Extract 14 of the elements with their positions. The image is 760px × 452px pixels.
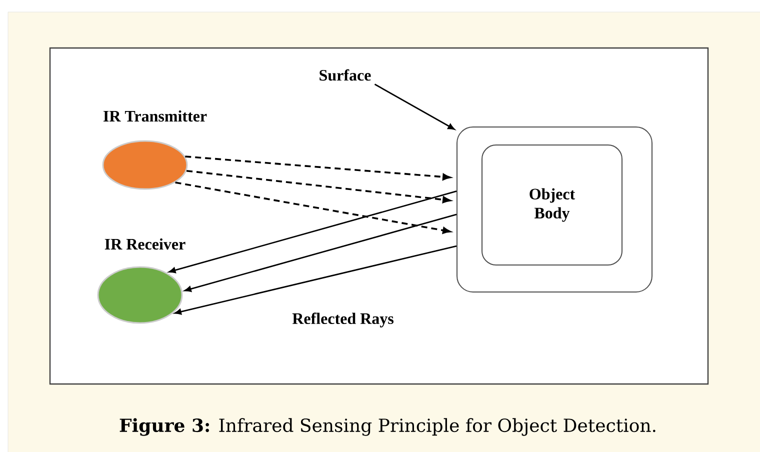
- rays-label: Reflected Rays: [292, 312, 394, 328]
- arrow: [168, 190, 457, 274]
- surface-box: [456, 126, 652, 292]
- sensor-label: IR Transmitter: [103, 110, 207, 122]
- leader-line: [374, 84, 455, 130]
- figure-caption: Figure 3: Infrared Sensing Principle for Object Detection.: [120, 418, 656, 436]
- arrow: [186, 170, 451, 204]
- arrow: [174, 245, 457, 315]
- arrow: [184, 214, 457, 292]
- object-box: Object Body: [482, 144, 622, 266]
- arrow: [175, 182, 451, 234]
- sensor-label: IR Receiver: [104, 238, 186, 250]
- surface-label: Surface: [320, 69, 371, 81]
- arrow: [185, 156, 451, 180]
